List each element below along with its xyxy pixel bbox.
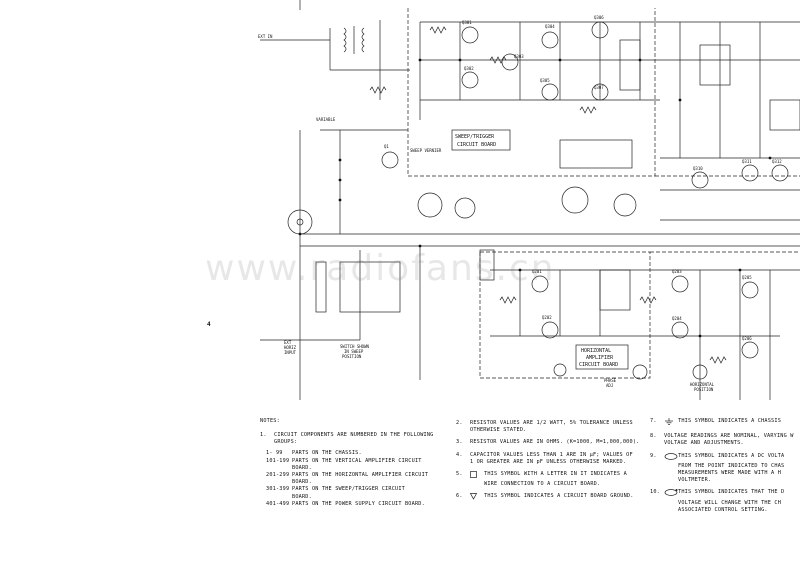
transistor-q312: Q312	[772, 159, 782, 164]
note-text: THIS SYMBOL INDICATES THAT THE D	[678, 489, 785, 496]
note-text: 1 OR GREATER ARE IN pF UNLESS OTHERWISE …	[470, 458, 627, 465]
group-text: BOARD.	[292, 493, 312, 500]
group-text: PARTS ON THE HORIZONTAL AMPLIFIER CIRCUI…	[292, 472, 429, 479]
transistor-q311: Q311	[742, 159, 752, 164]
note-text: VOLTAGE READINGS ARE NOMINAL, VARYING W	[664, 433, 794, 440]
oval-dot-icon	[664, 489, 678, 499]
note-text: VOLTMETER.	[678, 477, 712, 484]
switch-note-3: POSITION	[342, 354, 362, 359]
transistor-q201: Q201	[532, 269, 542, 274]
schematic-diagram: SWEEP/TRIGGER CIRCUIT BOARD HORIZONTAL A…	[207, 0, 800, 400]
group-range	[260, 465, 292, 472]
group-range: 401-499	[266, 500, 290, 507]
phase-adj-label-1: PHASE	[604, 378, 617, 383]
horiz-position-label-1: HORIZONTAL	[690, 382, 715, 387]
ext-horiz-input-label-2: HORIZ	[284, 345, 297, 350]
phase-adj-label-2: ADJ	[606, 383, 613, 388]
margin-mark: 4	[207, 321, 211, 328]
transistor-q206: Q206	[742, 336, 752, 341]
note-number: 10.	[650, 489, 660, 496]
switch-note-2: IN SWEEP	[344, 349, 364, 354]
group-text: PARTS ON THE VERTICAL AMPLIFIER CIRCUIT	[292, 457, 422, 464]
note-text: VOLTAGE AND ADJUSTMENTS.	[664, 440, 744, 447]
note-text: RESISTOR VALUES ARE IN OHMS. (K=1000, M=…	[470, 439, 640, 446]
group-text: BOARD.	[292, 464, 312, 471]
group-text: BOARD.	[292, 479, 312, 486]
note-number: 7.	[650, 418, 657, 424]
triangle-ground-icon	[469, 493, 484, 503]
transistor-q304: Q304	[545, 24, 555, 29]
note-text: MEASUREMENTS WERE MADE WITH A H	[678, 470, 782, 477]
transistor-q204: Q204	[672, 316, 682, 321]
group-range	[260, 479, 292, 486]
horizontal-amp-label-2: AMPLIFIER	[586, 355, 614, 361]
note-text: OTHERWISE STATED.	[470, 427, 527, 434]
notes-section: NOTES: 1. CIRCUIT COMPONENTS ARE NUMBERE…	[250, 418, 800, 565]
horizontal-amp-label-3: CIRCUIT BOARD	[579, 362, 618, 368]
transistor-q203: Q203	[672, 269, 682, 274]
group-range: 301-399	[266, 486, 290, 493]
transistor-q310: Q310	[693, 166, 703, 171]
variable-label: VARIABLE	[316, 117, 336, 122]
note-number: 1.	[260, 432, 267, 438]
group-text: PARTS ON THE CHASSIS.	[292, 450, 362, 457]
transistor-q306: Q306	[594, 15, 604, 20]
note-text: THIS SYMBOL INDICATES A CHASSIS	[678, 418, 782, 424]
note-text: CIRCUIT COMPONENTS ARE NUMBERED IN THE F…	[274, 432, 434, 438]
note-text: WIRE CONNECTION TO A CIRCUIT BOARD.	[484, 481, 601, 488]
group-range	[260, 494, 292, 501]
watermark: www.radiofans.cn	[205, 248, 556, 289]
horiz-position-label-2: POSITION	[694, 387, 714, 392]
note-number: 2.	[456, 420, 463, 426]
sweep-trigger-board-box	[451, 129, 511, 151]
group-text: PARTS ON THE SWEEP/TRIGGER CIRCUIT	[292, 486, 405, 493]
note-number: 5.	[456, 471, 463, 478]
note-number: 8.	[650, 433, 657, 440]
note-text: VOLTAGE WILL CHANGE WITH THE CH	[678, 499, 782, 506]
sweep-vernier-label: SWEEP VERNIER	[410, 148, 442, 153]
switch-note-1: SWITCH SHOWN	[340, 344, 369, 349]
note-text: GROUPS:	[274, 439, 298, 446]
horizontal-amp-label-1: HORIZONTAL	[581, 348, 611, 354]
transistor-q205: Q205	[742, 275, 752, 280]
note-number: 4.	[456, 451, 463, 458]
group-range: 1- 99	[266, 450, 283, 457]
group-range: 101-199	[266, 457, 290, 464]
group-range: 201-299	[266, 472, 290, 479]
square-symbol-icon	[470, 471, 484, 481]
notes-column-1: 1. CIRCUIT COMPONENTS ARE NUMBERED IN TH…	[260, 432, 450, 508]
note-number: 3.	[456, 439, 463, 446]
note-text: THIS SYMBOL WITH A LETTER IN IT INDICATE…	[484, 471, 627, 478]
note-text: CAPACITOR VALUES LESS THAN 1 ARE IN µF; …	[470, 451, 633, 458]
transistor-q202: Q202	[542, 315, 552, 320]
note-text: THIS SYMBOL INDICATES A DC VOLTA	[678, 452, 785, 459]
notes-title: NOTES:	[260, 418, 280, 424]
chassis-ground-icon	[664, 418, 678, 428]
note-number: 9.	[650, 452, 657, 459]
transistor-q307: Q307	[594, 85, 604, 90]
transistor-q302: Q302	[464, 66, 474, 71]
transistor-q305: Q305	[540, 78, 550, 83]
notes-column-3: 7. THIS SYMBOL INDICATES A CHASSIS 8. VOL…	[650, 418, 800, 514]
ext-horiz-input-label-3: INPUT	[284, 350, 297, 355]
sweep-trigger-label-2: CIRCUIT BOARD	[457, 142, 496, 148]
transistor-q1: Q1	[384, 144, 389, 149]
transistor-q301: Q301	[462, 20, 472, 25]
note-text: RESISTOR VALUES ARE 1/2 WATT, 5% TOLERAN…	[470, 420, 633, 426]
note-text: ASSOCIATED CONTROL SETTING.	[678, 506, 768, 513]
group-text: PARTS ON THE POWER SUPPLY CIRCUIT BOARD.	[292, 500, 425, 507]
oval-voltage-icon	[664, 452, 678, 463]
ext-horiz-input-label-1: EXT	[284, 340, 292, 345]
transistor-q303: Q303	[514, 54, 524, 59]
note-text: THIS SYMBOL INDICATES A CIRCUIT BOARD GR…	[484, 493, 634, 500]
note-number: 6.	[456, 493, 463, 500]
horizontal-amp-board-box	[575, 344, 629, 370]
sweep-trigger-label-1: SWEEP/TRIGGER	[455, 134, 495, 140]
ext-in-label: EXT IN	[258, 34, 273, 39]
notes-column-2: 2. RESISTOR VALUES ARE 1/2 WATT, 5% TOLER…	[456, 420, 646, 504]
note-text: FROM THE POINT INDICATED TO CHAS	[678, 462, 785, 469]
